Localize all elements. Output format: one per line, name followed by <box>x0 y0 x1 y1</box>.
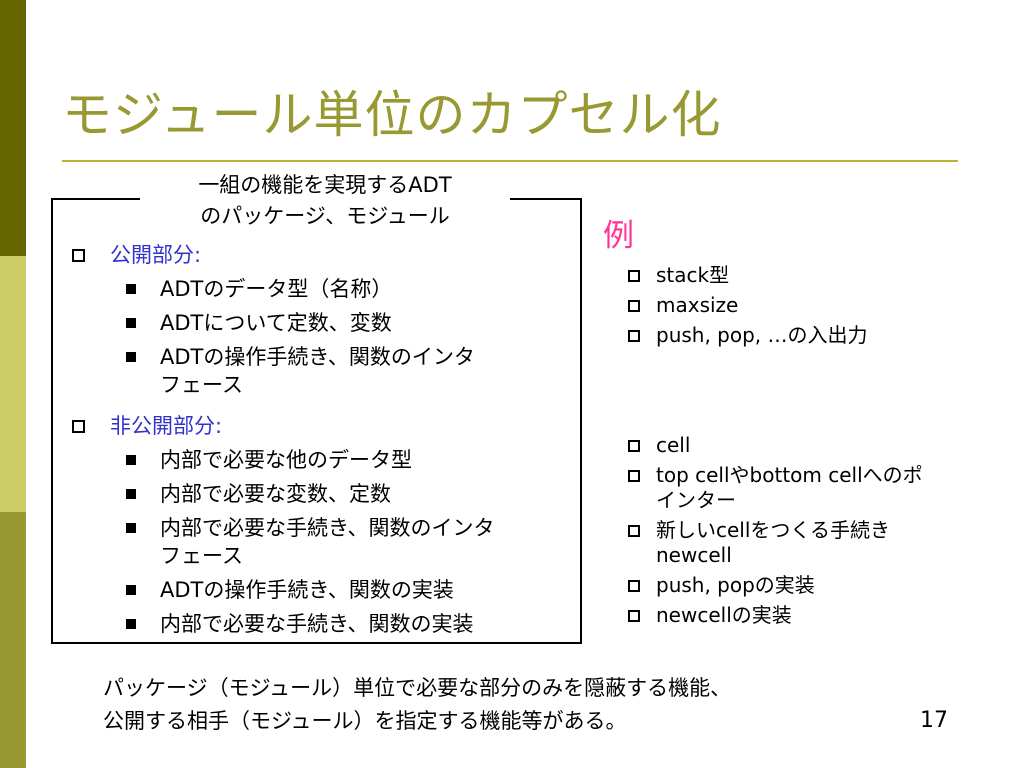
public-heading: 公開部分: <box>110 243 202 267</box>
list-item: ADTについて定数、変数 <box>126 309 475 337</box>
hollow-square-bullet-icon <box>72 420 85 433</box>
list-item-text: maxsize <box>656 293 739 317</box>
filled-square-bullet-icon <box>126 352 136 362</box>
list-item-text-continued: フェース <box>160 544 243 568</box>
list-item-text: push, popの実装 <box>656 573 815 597</box>
hollow-square-bullet-icon <box>628 440 640 452</box>
footer-line: 公開する相手（モジュール）を指定する機能等がある。 <box>103 709 627 733</box>
filled-square-bullet-icon <box>126 619 136 629</box>
list-item-text: push, pop, …の入出力 <box>656 323 868 347</box>
module-box-caption: 一組の機能を実現するADT のパッケージ、モジュール <box>140 170 510 232</box>
list-item: newcellの実装 <box>628 603 923 628</box>
list-item: 内部で必要な他のデータ型 <box>126 446 495 474</box>
list-item: 新しいcellをつくる手続き newcell <box>628 518 923 568</box>
list-item-text: stack型 <box>656 263 730 287</box>
list-item-text-continued: newcell <box>656 543 732 567</box>
list-item: 内部で必要な手続き、関数のインタ フェース <box>126 514 495 570</box>
list-item-text: ADTの操作手続き、関数の実装 <box>160 578 454 602</box>
list-item-text: ADTの操作手続き、関数のインタ <box>160 345 475 369</box>
list-item-text: 新しいcellをつくる手続き <box>656 518 891 542</box>
hollow-square-bullet-icon <box>628 300 640 312</box>
example-bottom-list: cell top cellやbottom cellへのポ インター 新しいcel… <box>628 433 923 628</box>
filled-square-bullet-icon <box>126 455 136 465</box>
page-number: 17 <box>920 708 948 733</box>
list-item-text: 内部で必要な手続き、関数のインタ <box>160 516 495 540</box>
hollow-square-bullet-icon <box>72 249 85 262</box>
list-item-text: ADTのデータ型（名称） <box>160 277 393 301</box>
list-item-text-continued: インター <box>656 488 736 512</box>
list-item: push, popの実装 <box>628 573 923 598</box>
box-caption-line: のパッケージ、モジュール <box>200 204 450 228</box>
list-item-text: 内部で必要な変数、定数 <box>160 482 391 506</box>
private-heading: 非公開部分: <box>110 414 223 438</box>
list-item-text: 内部で必要な手続き、関数の実装 <box>160 612 474 636</box>
hollow-square-bullet-icon <box>628 470 640 482</box>
example-top-list: stack型 maxsize push, pop, …の入出力 <box>628 263 868 348</box>
left-accent-strip-bottom <box>0 512 26 768</box>
public-section: 公開部分: <box>72 241 201 269</box>
filled-square-bullet-icon <box>126 318 136 328</box>
footer-line: パッケージ（モジュール）単位で必要な部分のみを隠蔽する機能、 <box>103 676 732 700</box>
title-divider <box>62 160 958 162</box>
list-item-text: 内部で必要な他のデータ型 <box>160 448 412 472</box>
public-heading-item: 公開部分: <box>72 241 201 269</box>
list-item: maxsize <box>628 293 868 318</box>
list-item-text: ADTについて定数、変数 <box>160 311 392 335</box>
hollow-square-bullet-icon <box>628 270 640 282</box>
example-label: 例 <box>603 218 634 254</box>
filled-square-bullet-icon <box>126 284 136 294</box>
public-items: ADTのデータ型（名称） ADTについて定数、変数 ADTの操作手続き、関数のイ… <box>126 275 475 399</box>
filled-square-bullet-icon <box>126 585 136 595</box>
hollow-square-bullet-icon <box>628 580 640 592</box>
list-item: top cellやbottom cellへのポ インター <box>628 463 923 513</box>
list-item-text-continued: フェース <box>160 373 243 397</box>
footer-note: パッケージ（モジュール）単位で必要な部分のみを隠蔽する機能、 公開する相手（モジ… <box>103 672 731 738</box>
list-item: cell <box>628 433 923 458</box>
hollow-square-bullet-icon <box>628 610 640 622</box>
list-item: ADTの操作手続き、関数の実装 <box>126 576 495 604</box>
list-item: push, pop, …の入出力 <box>628 323 868 348</box>
filled-square-bullet-icon <box>126 523 136 533</box>
filled-square-bullet-icon <box>126 489 136 499</box>
left-accent-strip-top <box>0 0 26 256</box>
box-caption-line: 一組の機能を実現するADT <box>198 173 452 197</box>
list-item: 内部で必要な変数、定数 <box>126 480 495 508</box>
left-accent-strip-middle <box>0 256 26 512</box>
slide-title: モジュール単位のカプセル化 <box>62 86 722 144</box>
list-item-text: cell <box>656 433 691 457</box>
hollow-square-bullet-icon <box>628 330 640 342</box>
private-items: 内部で必要な他のデータ型 内部で必要な変数、定数 内部で必要な手続き、関数のイン… <box>126 446 495 638</box>
list-item: stack型 <box>628 263 868 288</box>
list-item: 内部で必要な手続き、関数の実装 <box>126 610 495 638</box>
hollow-square-bullet-icon <box>628 525 640 537</box>
list-item: ADTのデータ型（名称） <box>126 275 475 303</box>
private-heading-item: 非公開部分: <box>72 412 222 440</box>
list-item: ADTの操作手続き、関数のインタ フェース <box>126 343 475 399</box>
list-item-text: newcellの実装 <box>656 603 792 627</box>
private-section: 非公開部分: <box>72 412 222 440</box>
list-item-text: top cellやbottom cellへのポ <box>656 463 923 487</box>
